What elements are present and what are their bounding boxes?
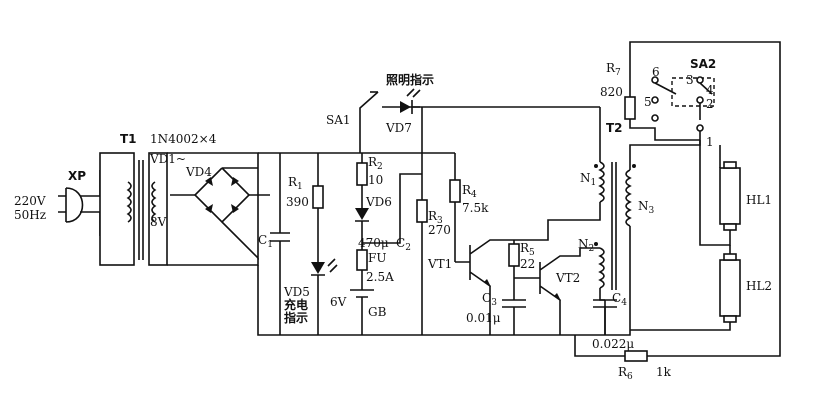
label-hl1: HL1	[746, 193, 772, 207]
capacitor-c2	[362, 173, 422, 244]
resistor-r3	[416, 107, 428, 335]
label-r3-value: 270	[428, 223, 451, 237]
transistor-vt2	[514, 248, 581, 335]
resistor-r4	[449, 153, 461, 262]
label-c4: C4	[612, 291, 627, 308]
label-r4-value: 7.5k	[462, 201, 489, 215]
label-n3: N3	[638, 199, 655, 216]
label-c3: C3	[482, 291, 497, 308]
label-sa2: SA2	[690, 57, 716, 71]
label-light-indicator: 照明指示	[386, 72, 434, 87]
resistor-r7	[624, 78, 700, 141]
label-pin-1: 1	[706, 135, 714, 149]
label-vt2: VT2	[555, 271, 580, 285]
label-fu: FU	[368, 251, 386, 265]
lamp-hl2	[630, 245, 741, 331]
switch-sa2	[651, 76, 715, 132]
bridge-rectifier	[170, 167, 270, 260]
transformer-t1	[99, 152, 259, 266]
label-8v: 8V	[150, 215, 167, 229]
label-r2: R2	[368, 155, 383, 172]
label-sa1: SA1	[326, 113, 351, 127]
label-r2-value: 10	[368, 173, 383, 187]
label-vd5: VD5	[283, 285, 310, 299]
label-r6-value: 1k	[656, 365, 672, 379]
label-n2: N2	[578, 237, 594, 254]
label-r1-value: 390	[286, 195, 309, 209]
label-n1: N1	[580, 171, 596, 188]
label-vd1: VD1~	[149, 152, 186, 166]
label-vt1: VT1	[427, 257, 452, 271]
label-vd5-indicator: 指示	[284, 310, 308, 325]
label-pin-5: 5	[644, 95, 652, 109]
resistor-r6	[574, 41, 781, 362]
label-r5: R5	[520, 241, 535, 258]
label-c4-value: 0.022μ	[592, 337, 634, 351]
label-c1: C1	[258, 233, 273, 250]
label-vd4: VD4	[185, 165, 212, 179]
fuse-fu	[356, 249, 368, 290]
label-pin-3: 3	[686, 73, 694, 87]
label-t2: T2	[606, 121, 623, 135]
resistor-r2	[356, 153, 368, 208]
label-t1: T1	[120, 132, 137, 146]
label-xp: XP	[68, 169, 86, 183]
led-vd5	[311, 258, 338, 335]
label-r6: R6	[618, 365, 633, 382]
label-1n4002: 1N4002×4	[150, 132, 217, 146]
transistor-vt1	[455, 239, 514, 335]
label-c3-value: 0.01μ	[466, 311, 501, 325]
resistor-r1	[312, 153, 324, 262]
resistor-r5	[508, 240, 520, 300]
led-vd7	[400, 88, 600, 114]
diode-vd6	[355, 208, 369, 250]
capacitor-c1	[270, 153, 290, 335]
battery-gb	[350, 289, 374, 335]
label-r4: R4	[462, 183, 477, 200]
capacitor-c3	[502, 299, 526, 335]
label-fu-value: 2.5A	[366, 270, 394, 284]
label-pin-4: 4	[706, 83, 714, 97]
label-c2: C2	[396, 236, 411, 253]
label-vd5-charge: 充电	[284, 297, 308, 312]
label-r3: R3	[428, 209, 443, 226]
label-hl2: HL2	[746, 279, 772, 293]
label-pin-2: 2	[706, 97, 714, 111]
lamp-hl1	[699, 131, 741, 246]
label-gb: GB	[368, 305, 387, 319]
label-6v: 6V	[330, 295, 347, 309]
label-50hz: 50Hz	[14, 208, 46, 222]
label-r5-value: 22	[520, 257, 535, 271]
label-c2-value: 470μ	[358, 236, 389, 250]
label-r7-value: 820	[600, 85, 623, 99]
label-r1: R1	[288, 175, 303, 192]
label-vd7: VD7	[385, 121, 412, 135]
label-pin-6: 6	[652, 65, 660, 79]
bottom-rail	[257, 265, 631, 336]
label-vd6: VD6	[365, 195, 392, 209]
label-220v: 220V	[14, 194, 46, 208]
label-r7: R7	[606, 61, 621, 78]
capacitor-c4	[593, 299, 617, 335]
